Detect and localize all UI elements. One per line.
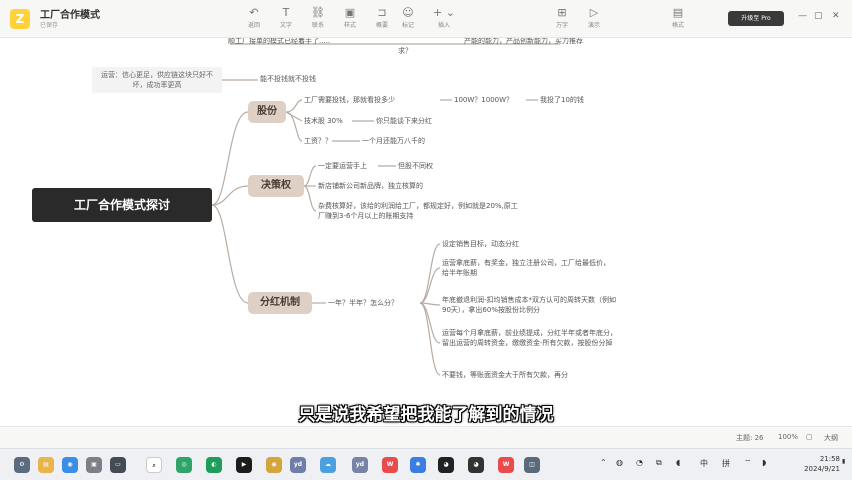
clipped-topic[interactable]: 顺工厂接单的模式已经着手了..... [228,38,331,45]
outline-view-button[interactable]: 大纲 [824,434,838,442]
dividend-topic-sales-target[interactable]: 设定销售目标，动态分红 [442,240,519,248]
word-count-icon: ⊞ [557,6,567,19]
dividend-topic-year-end-profit[interactable]: 年底撤退利润-扣均销售成本*双方认可的周转天数（例如90天），拿出60%按股份比… [442,296,617,314]
present-icon: ▷ [589,6,599,19]
dividend-topic-period[interactable]: 一年？半年？怎么分？ [328,299,398,307]
toolbar-insert[interactable]: + ⌄插入 [426,6,462,29]
browser-icon[interactable]: ◉ [62,457,78,473]
terminal-icon[interactable]: ▭ [110,457,126,473]
app-logo-icon: Z [10,9,30,29]
tray-app-icon[interactable]: ◍ [616,458,623,467]
root-topic[interactable]: 工厂合作模式探讨 [32,188,212,222]
branch-dividend-mechanism[interactable]: 分红机制 [248,292,312,314]
clock[interactable]: 21:58 2024/9/21 [790,454,840,474]
mark-icon: ☺ [402,6,414,19]
topic-count: 主题: 26 [736,434,764,442]
mindmap-connectors [211,43,560,376]
document-title[interactable]: 工厂合作模式 [40,10,100,21]
toolbar-link[interactable]: ⛓联系 [300,6,336,29]
cloud-icon[interactable]: ☁ [320,457,336,473]
clock-time: 21:58 [819,455,840,463]
chrome-icon[interactable]: ◎ [176,457,192,473]
clock-date: 2024/9/21 [804,465,840,473]
view-icon[interactable]: ▢ [806,433,813,441]
wifi-icon[interactable]: ⌔ [744,458,752,467]
text-icon: T [282,6,290,19]
volume-icon[interactable]: ◗ [762,458,767,467]
app-icon[interactable]: ▣ [86,457,102,473]
document-save-status: 已保存 [40,22,59,29]
decision-topic-operation[interactable]: 一定要运营手上 [318,162,367,170]
chevron-up-icon[interactable]: ⌃ [600,458,607,467]
equity-topic-dividend[interactable]: 你只能谈下来分红 [376,117,432,125]
equity-topic-invested[interactable]: 我投了10的钱 [540,96,584,104]
yd2-icon[interactable]: yd [352,457,368,473]
toolbar-summary[interactable]: ⊐概要 [364,6,400,29]
tools-icon[interactable]: ✱ [410,457,426,473]
top-note[interactable]: 运营：信心更足，供应链这块只好不坏，成功率更高 [92,67,222,93]
video-caption: 只是说我希望把我能了解到的情况 [298,405,554,425]
tray-shield-icon[interactable]: ◔ [636,458,643,467]
settings-icon[interactable]: ⚙ [14,457,30,473]
search-icon[interactable]: ⌕ [146,457,162,473]
wps-writer-icon[interactable]: W [498,457,514,473]
decision-topic-accounting[interactable]: 杂费核算好，该给的利润给工厂，都规定好，例如就是20%,原工厂赚到3-6个月以上… [318,202,518,220]
toolbar-format[interactable]: ▤格式 [660,6,696,29]
equity-topic-salary-amount[interactable]: 一个月还能万八千的 [362,137,425,145]
branch-equity[interactable]: 股份 [248,101,286,123]
undo-icon: ↶ [249,6,259,19]
toolbar-present[interactable]: ▷演示 [576,6,612,29]
close-icon[interactable]: ✕ [832,11,840,21]
equity-topic-investment[interactable]: 工厂需要投钱，那就看投多少 [304,96,395,104]
branch-decision-rights[interactable]: 决策权 [248,175,304,197]
tray-sound-icon[interactable]: ◖ [676,458,681,467]
wps-icon[interactable]: W [382,457,398,473]
equity-topic-tech-share[interactable]: 技术股 30% [304,117,343,125]
browser2-icon[interactable]: ◐ [206,457,222,473]
decision-topic-shares[interactable]: 但股不同权 [398,162,433,170]
yd-icon[interactable]: yd [290,457,306,473]
minimize-icon[interactable]: — [798,11,807,21]
ime-language[interactable]: 中 [700,459,708,468]
plus-icon: + ⌄ [433,6,455,19]
clipped-topic-3[interactable]: 产能的能力，产品创新能力，买力推荐 [464,38,583,45]
upgrade-pro-button[interactable]: 升级至 Pro [728,11,784,26]
toolbar-mark[interactable]: ☺标记 [390,6,426,29]
toolbar-undo[interactable]: ↶返回 [236,6,272,29]
status-bar: 主题: 26 100% ▢ 大纲 [0,426,852,448]
qq2-icon[interactable]: ◕ [468,457,484,473]
toolbar-style[interactable]: ▣样式 [332,6,368,29]
media-icon[interactable]: ◉ [266,457,282,473]
dividend-topic-no-money[interactable]: 不要钱，等账面资金大于所有欠款，再分 [442,371,568,379]
equity-topic-salary[interactable]: 工资？？ [304,137,332,145]
toolbar-word-count[interactable]: ⊞万字 [544,6,580,29]
qq-icon[interactable]: ◕ [438,457,454,473]
link-icon: ⛓ [311,6,325,19]
video-app-icon[interactable]: ▶ [236,457,252,473]
ime-mode[interactable]: 拼 [722,459,730,468]
summary-icon: ⊐ [377,6,387,19]
dividend-topic-base-salary[interactable]: 运营拿底薪，有奖金，独立注册公司，工厂给最低价，给半年账期 [442,259,610,277]
zoom-level[interactable]: 100% [778,433,799,441]
notification-icon[interactable]: ▮ [842,458,846,465]
decision-topic-new-brand[interactable]: 新店铺新公司新品牌，独立核算的 [318,182,423,190]
maximize-icon[interactable]: ▢ [814,11,823,21]
file-explorer-icon[interactable]: ▤ [38,457,54,473]
taskbar: ⚙ ▤ ◉ ▣ ▭ ⌕ ◎ ◐ ▶ ◉ yd ☁ yd W ✱ ◕ ◕ W ◫ … [0,448,852,480]
mindmap-canvas[interactable]: 顺工厂接单的模式已经着手了..... 求？ 产能的能力，产品创新能力，买力推荐 … [0,38,852,426]
dividend-topic-monthly-salary[interactable]: 运营每个月拿底薪，前业绩提成，分红半年或者年底分，留出运营的周转资金，缴缴资金-… [442,329,617,347]
tray-network-icon[interactable]: ⧉ [656,458,662,467]
format-icon: ▤ [672,6,684,19]
equity-topic-amount[interactable]: 100W？1000W？ [454,96,514,104]
recorder-icon[interactable]: ◫ [524,457,540,473]
top-child-topic[interactable]: 能不投钱就不投钱 [260,75,316,83]
style-icon: ▣ [344,6,356,19]
clipped-topic-2[interactable]: 求？ [398,47,412,55]
